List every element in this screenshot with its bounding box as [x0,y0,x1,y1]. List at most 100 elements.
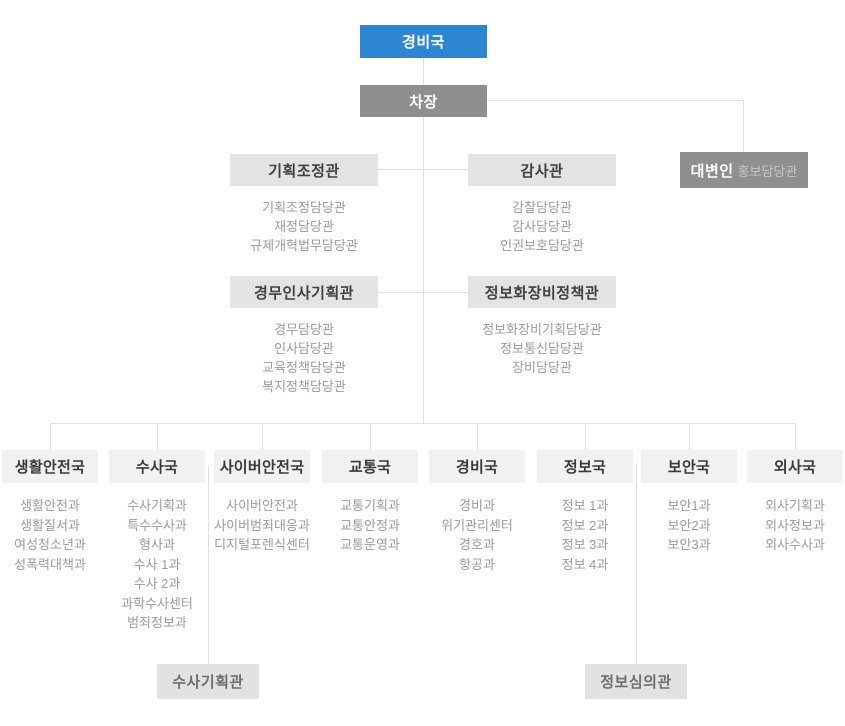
department-item: 정보 4과 [561,556,609,572]
division-box[interactable]: 정보국 [537,450,633,483]
connector-line [262,423,263,450]
department-item: 형사과 [139,537,175,552]
department-item: 교통운영과 [340,537,400,552]
spokesperson-sublabel: 홍보담당관 [737,163,798,179]
department-item: 정보 2과 [561,517,609,533]
department-item: 정보 1과 [561,498,609,513]
staff-group-box[interactable]: 경무인사기획관 [230,276,378,308]
division-box[interactable]: 수사국 [109,450,205,483]
department-item: 교통기획과 [340,498,400,513]
department-item: 여성청소년과 [14,537,86,552]
connector-line [477,423,478,450]
sub-office-investigation-planning[interactable]: 수사기획관 [157,664,259,699]
department-item: 경비과 [459,498,495,513]
department-item: 보안1과 [667,498,711,513]
department-item: 감사담당관 [512,219,572,234]
department-item: 교육정책담당관 [262,360,346,375]
department-item: 보안2과 [667,517,711,533]
division-box[interactable]: 경비국 [429,450,525,483]
division-box[interactable]: 사이버안전국 [214,450,310,483]
connector-line [208,466,209,664]
root-node-box[interactable]: 경비국 [360,25,487,58]
staff-group-box[interactable]: 정보화장비정책관 [468,276,616,308]
department-item: 과학수사센터 [121,595,193,611]
department-item: 특수수사과 [127,517,187,533]
department-item: 규제개혁법무담당관 [250,238,358,253]
department-item: 디지털포렌식센터 [214,537,310,552]
department-item: 위기관리센터 [441,517,513,533]
department-item: 경호과 [459,537,495,552]
connector-line [378,292,468,293]
connector-line [423,58,424,85]
department-item: 정보통신담당관 [500,341,584,356]
department-item: 감찰담당관 [512,200,572,215]
department-item: 생활질서과 [20,517,80,533]
connector-line [50,423,795,424]
division-box[interactable]: 보안국 [641,450,737,483]
department-item: 인권보호담당관 [500,238,584,253]
deputy-chief-box[interactable]: 차장 [360,85,487,117]
department-item: 교통안정과 [340,517,400,533]
connector-line [423,117,424,423]
connector-line [378,169,468,170]
department-item: 수사기획과 [127,498,187,513]
staff-group-box[interactable]: 감사관 [468,154,616,186]
connector-line [743,100,744,152]
department-item: 정보 3과 [561,537,609,552]
department-item: 외사수사과 [765,537,825,552]
department-item: 항공과 [459,556,495,572]
division-box[interactable]: 외사국 [747,450,843,483]
connector-line [50,423,51,450]
connector-line [689,423,690,450]
department-item: 성폭력대책과 [14,556,86,572]
department-item: 외사정보과 [765,517,825,533]
department-item: 범죄정보과 [127,615,187,630]
connector-line [795,423,796,450]
department-item: 복지정책담당관 [262,379,346,394]
department-item: 생활안전과 [20,498,80,513]
department-item: 수사 2과 [133,576,181,591]
department-item: 장비담당관 [512,360,572,375]
sub-office-intelligence-review[interactable]: 정보심의관 [585,664,687,699]
division-box[interactable]: 교통국 [322,450,418,483]
department-item: 정보화장비기획담당관 [482,322,602,337]
connector-line [487,100,743,101]
staff-group-box[interactable]: 기획조정관 [230,154,378,186]
connector-line [585,423,586,450]
department-item: 외사기획과 [765,498,825,513]
department-item: 경무담당관 [274,322,334,337]
department-item: 보안3과 [667,537,711,552]
department-item: 수사 1과 [133,556,181,572]
spokesperson-box[interactable]: 대변인 홍보담당관 [680,152,808,188]
connector-line [636,464,637,664]
department-item: 사이버범죄대응과 [214,517,310,533]
division-box[interactable]: 생활안전국 [2,450,98,483]
department-item: 사이버안전과 [226,498,298,513]
department-item: 재정담당관 [274,219,334,234]
